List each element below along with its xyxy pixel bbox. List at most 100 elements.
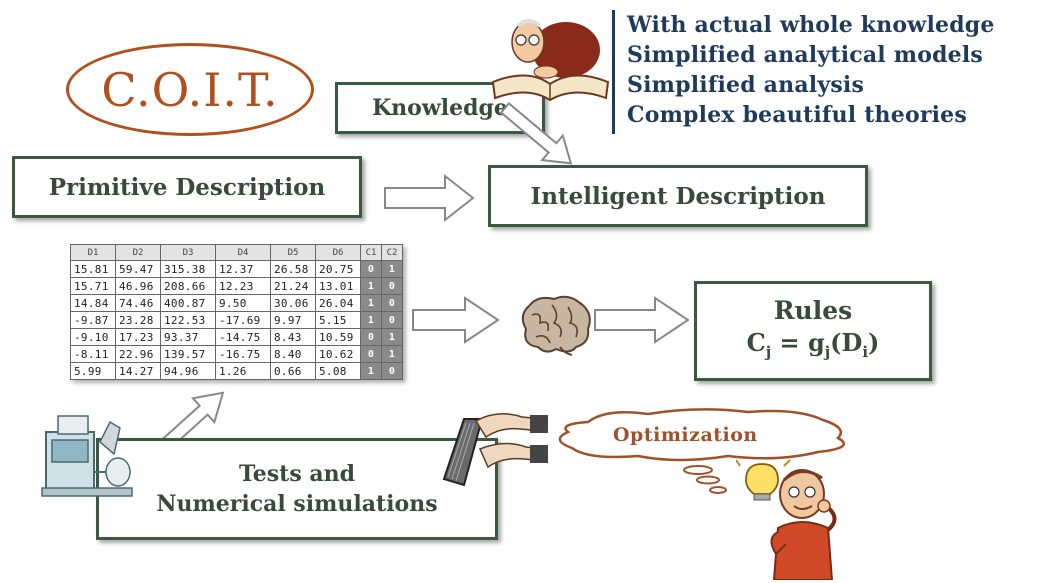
table-cell: 94.96 <box>160 362 216 380</box>
table-cell: 1 <box>381 345 403 363</box>
formula-arg-open: (D <box>830 327 863 357</box>
table-cell: 1 <box>381 328 403 346</box>
table-cell: 14.84 <box>70 294 116 312</box>
data-table: D1 D2 D3 D4 D5 D6 C1 C2 15.81 59.47 315.… <box>70 244 403 380</box>
table-cell: 30.06 <box>270 294 316 312</box>
intelligent-description-label: Intelligent Description <box>530 182 826 210</box>
table-cell: 46.96 <box>115 277 161 295</box>
formula-g: g <box>807 327 825 357</box>
lab-equipment-icon <box>41 415 133 497</box>
optimization-cloud <box>558 408 845 494</box>
arrow-primitive-to-intelligent <box>384 173 475 223</box>
table-cell: 9.97 <box>270 311 316 329</box>
table-cell: 0 <box>360 328 382 346</box>
table-cell: 14.27 <box>115 362 161 380</box>
table-header-cell: D3 <box>160 244 216 261</box>
table-header-cell: C2 <box>381 244 403 261</box>
table-cell: 10.59 <box>315 328 361 346</box>
table-cell: -14.75 <box>215 328 271 346</box>
table-header-cell: D1 <box>70 244 116 261</box>
table-header-cell: C1 <box>360 244 382 261</box>
table-cell: 122.53 <box>160 311 216 329</box>
coit-logo-text: C.O.I.T. <box>101 62 279 117</box>
table-cell: 8.43 <box>270 328 316 346</box>
table-cell: 10.62 <box>315 345 361 363</box>
primitive-description-label: Primitive Description <box>48 173 326 201</box>
professor-reading-icon <box>491 19 610 102</box>
table-cell: 13.01 <box>315 277 361 295</box>
table-row: 15.71 46.96 208.66 12.23 21.24 13.01 1 0 <box>70 277 403 295</box>
rules-box: Rules Cj = gj(Di) <box>694 281 932 381</box>
table-cell: -8.11 <box>70 345 116 363</box>
table-cell: 1 <box>360 294 382 312</box>
rules-title: Rules <box>773 295 853 325</box>
table-cell: 74.46 <box>115 294 161 312</box>
knowledge-label: Knowledge <box>372 95 508 121</box>
formula-sub-j: j <box>765 342 772 361</box>
bullet-item: Complex beautiful theories <box>627 102 967 128</box>
table-cell: 315.38 <box>160 260 216 278</box>
keyboard-hands-icon <box>442 413 548 487</box>
formula-sub-i: i <box>862 342 869 361</box>
intelligent-description-box: Intelligent Description <box>488 165 868 227</box>
table-cell: 15.81 <box>70 260 116 278</box>
table-cell: 15.71 <box>70 277 116 295</box>
formula-c: C <box>746 327 766 357</box>
table-cell: 5.08 <box>315 362 361 380</box>
table-cell: 1 <box>360 311 382 329</box>
idea-bulb-icon <box>736 458 791 501</box>
table-cell: 17.23 <box>115 328 161 346</box>
primitive-description-box: Primitive Description <box>12 156 362 218</box>
table-row: 14.84 74.46 400.87 9.50 30.06 26.04 1 0 <box>70 294 403 312</box>
table-cell: 1 <box>360 277 382 295</box>
table-cell: 0 <box>381 311 403 329</box>
table-cell: 8.40 <box>270 345 316 363</box>
table-row: 15.81 59.47 315.38 12.37 26.58 20.75 0 1 <box>70 260 403 278</box>
table-cell: -9.87 <box>70 311 116 329</box>
table-header-cell: D5 <box>270 244 316 261</box>
bullet-item: Simplified analysis <box>627 72 865 98</box>
table-cell: 400.87 <box>160 294 216 312</box>
table-cell: 0 <box>381 277 403 295</box>
table-cell: 59.47 <box>115 260 161 278</box>
table-cell: -9.10 <box>70 328 116 346</box>
table-cell: 26.04 <box>315 294 361 312</box>
tests-line1: Tests and <box>238 461 356 487</box>
table-cell: 0 <box>360 345 382 363</box>
table-cell: 139.57 <box>160 345 216 363</box>
brain-icon <box>521 295 591 356</box>
thinking-man-icon <box>736 458 837 580</box>
table-cell: 1 <box>360 362 382 380</box>
table-row: -9.10 17.23 93.37 -14.75 8.43 10.59 0 1 <box>70 328 403 346</box>
formula-arg-close: ) <box>868 327 880 357</box>
table-cell: 1 <box>381 260 403 278</box>
bullet-item: With actual whole knowledge <box>627 12 995 38</box>
table-header-cell: D4 <box>215 244 271 261</box>
arrow-table-to-brain <box>412 296 500 344</box>
table-cell: 208.66 <box>160 277 216 295</box>
table-cell: 9.50 <box>215 294 271 312</box>
table-cell: 0 <box>360 260 382 278</box>
table-cell: 12.23 <box>215 277 271 295</box>
table-cell: 12.37 <box>215 260 271 278</box>
bullet-item: Simplified analytical models <box>627 42 983 68</box>
table-cell: 0 <box>381 362 403 380</box>
table-cell: 20.75 <box>315 260 361 278</box>
table-header-row: D1 D2 D3 D4 D5 D6 C1 C2 <box>70 244 403 261</box>
table-row: 5.99 14.27 94.96 1.26 0.66 5.08 1 0 <box>70 362 403 380</box>
table-cell: 5.15 <box>315 311 361 329</box>
bullet-list: With actual whole knowledge Simplified a… <box>612 10 995 134</box>
table-cell: 0 <box>381 294 403 312</box>
formula-sub-j2: j <box>824 342 831 361</box>
table-cell: 26.58 <box>270 260 316 278</box>
table-header-cell: D2 <box>115 244 161 261</box>
table-cell: 93.37 <box>160 328 216 346</box>
rules-formula: Cj = gj(Di) <box>747 327 880 368</box>
table-cell: -17.69 <box>215 311 271 329</box>
table-header-cell: D6 <box>315 244 361 261</box>
optimization-label: Optimization <box>613 424 758 446</box>
tests-box: Tests and Numerical simulations <box>96 438 498 540</box>
table-row: -8.11 22.96 139.57 -16.75 8.40 10.62 0 1 <box>70 345 403 363</box>
table-row: -9.87 23.28 122.53 -17.69 9.97 5.15 1 0 <box>70 311 403 329</box>
